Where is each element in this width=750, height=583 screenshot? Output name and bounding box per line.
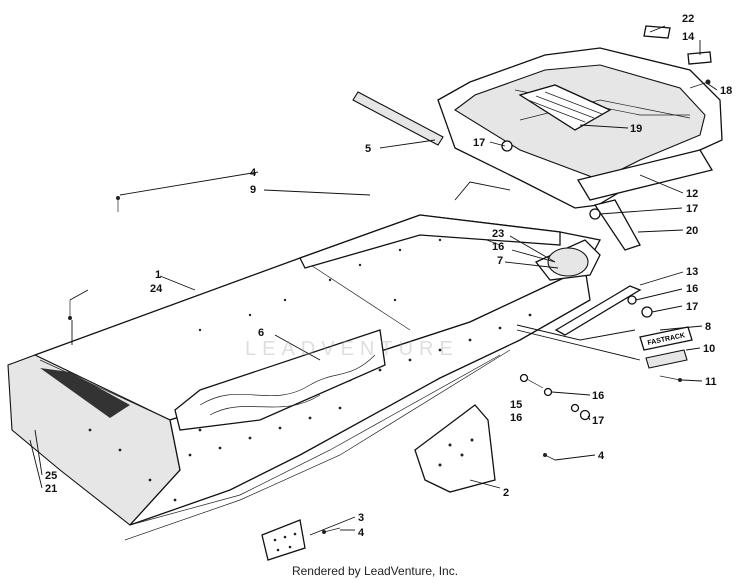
callout-19: 19 <box>630 123 642 135</box>
fastrack-decal-part: FASTRACK <box>639 326 693 351</box>
bracket-part <box>534 239 601 281</box>
side-decal-part <box>174 329 386 431</box>
screw-part <box>68 300 72 320</box>
rear-bumper-part <box>437 47 723 251</box>
callout-4: 4 <box>250 167 257 179</box>
nut-part <box>641 306 653 318</box>
callout-5: 5 <box>365 143 371 155</box>
callout-22: 22 <box>682 13 694 25</box>
deck-panel-part <box>299 214 561 269</box>
tunnel-part <box>7 214 601 541</box>
callout-25: 25 <box>45 470 57 482</box>
washer-part <box>570 403 580 413</box>
callout-18: 18 <box>720 85 732 97</box>
bolt-part <box>519 373 544 389</box>
reflector-part <box>645 349 688 369</box>
callout-12: 12 <box>686 188 698 200</box>
callout-7: 7 <box>497 255 503 267</box>
callout-4: 4 <box>598 450 605 462</box>
callout-11: 11 <box>705 376 717 388</box>
callout-20: 20 <box>686 225 698 237</box>
callout-6: 6 <box>258 327 264 339</box>
callout-4: 4 <box>358 527 365 539</box>
callout-9: 9 <box>250 184 256 196</box>
screw-part <box>543 453 556 461</box>
callouts: 1 2 3 4 4 4 5 6 7 8 9 10 11 12 13 14 15 … <box>45 13 732 539</box>
leader-lines <box>29 25 718 536</box>
callout-17: 17 <box>686 203 698 215</box>
screw-part <box>322 527 341 534</box>
callout-2: 2 <box>503 487 509 499</box>
trim-strip-part <box>352 91 444 146</box>
callout-23: 23 <box>492 228 504 240</box>
render-credit: Rendered by LeadVenture, Inc. <box>291 564 459 578</box>
callout-17: 17 <box>473 137 485 149</box>
watermark: LEADVENTURE <box>245 338 459 360</box>
nut-part <box>501 140 513 152</box>
washer-part <box>543 387 553 397</box>
bolt-part <box>689 79 711 89</box>
callout-8: 8 <box>705 321 711 333</box>
callout-10: 10 <box>703 343 715 355</box>
hitch-bar-part <box>554 285 642 336</box>
screw-part <box>116 196 120 212</box>
callout-17: 17 <box>686 301 698 313</box>
callout-15: 15 <box>510 399 522 411</box>
callout-16: 16 <box>492 241 504 253</box>
mount-bracket-part <box>414 404 496 493</box>
callout-1: 1 <box>155 269 161 281</box>
callout-16: 16 <box>686 283 698 295</box>
washer-part <box>627 295 637 305</box>
callout-16: 16 <box>592 390 604 402</box>
callout-24: 24 <box>150 283 163 295</box>
decal-plate-part <box>687 51 712 65</box>
plate-part <box>261 519 306 561</box>
callout-17: 17 <box>592 415 604 427</box>
reflector-part <box>643 25 671 39</box>
nut-part <box>589 208 601 220</box>
callout-21: 21 <box>45 483 57 495</box>
callout-14: 14 <box>682 31 695 43</box>
callout-16: 16 <box>510 412 522 424</box>
callout-13: 13 <box>686 266 698 278</box>
callout-3: 3 <box>358 512 364 524</box>
nut-part <box>579 409 591 421</box>
screw-part <box>659 375 682 382</box>
